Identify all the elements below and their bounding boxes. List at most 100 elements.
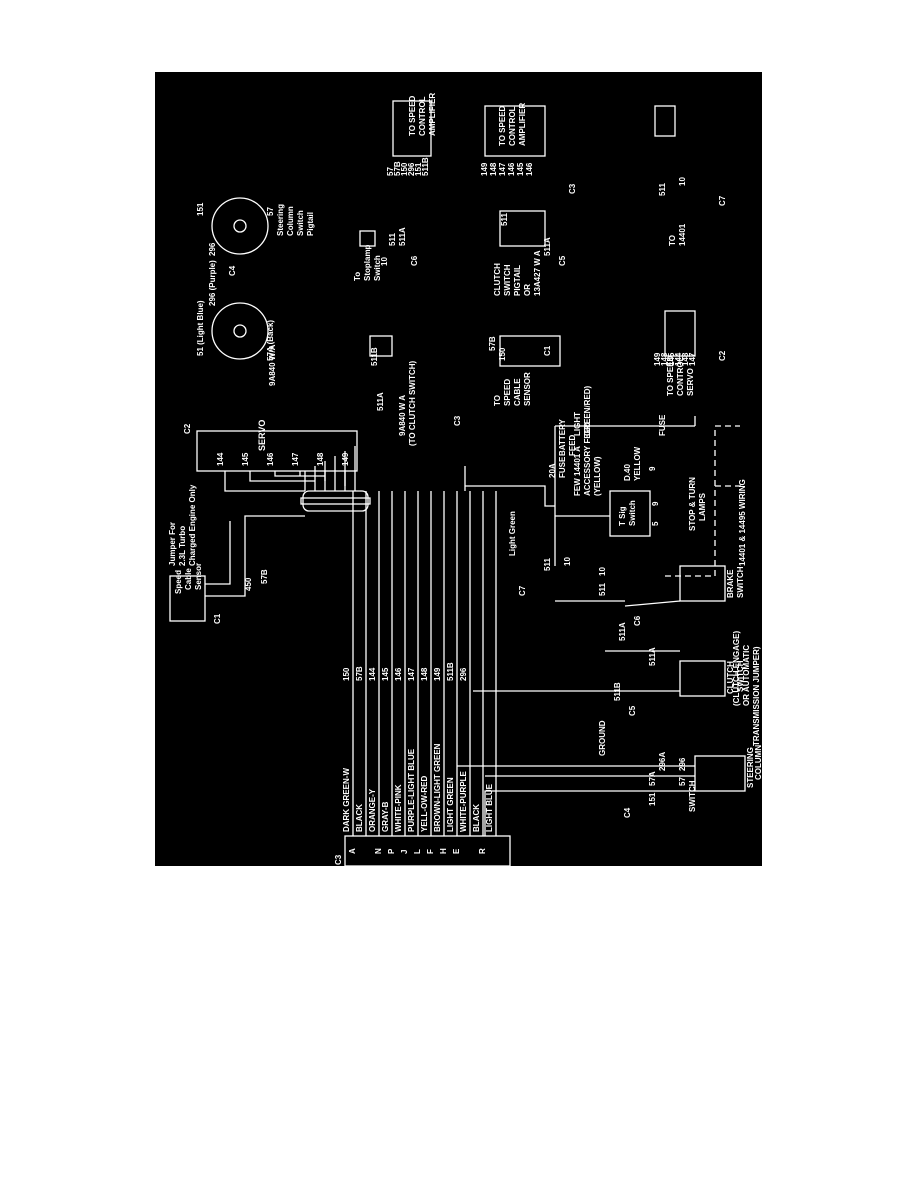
few-1: FEW 14401 A: [573, 446, 582, 496]
amp2-circuit: 145: [516, 162, 525, 176]
tsig-c9: 9: [651, 501, 660, 506]
jumper-note-3: Charged Engine Only: [188, 484, 197, 566]
brake-line-1: BRAKE: [726, 569, 735, 598]
c4-151: 151: [196, 202, 205, 216]
servo2-tag: C2: [718, 350, 727, 361]
wire-circuit-label: 57B: [355, 666, 364, 681]
circuit-511b: 511B: [613, 682, 622, 701]
stoplamp-10: 10: [380, 257, 389, 266]
amp1-l2: CONTROL: [418, 96, 427, 136]
servo2-l3: SERVO: [686, 368, 695, 396]
brake-line-2: SWITCH: [736, 566, 745, 598]
c4-l1: Steering: [276, 204, 285, 236]
wire-color-label: BLACK: [472, 804, 481, 832]
wire-circuit-label: 146: [394, 667, 403, 681]
light-green-label: Light Green: [508, 511, 517, 556]
c1b-l2: SPEED: [503, 379, 512, 406]
amp2-circuit: 149: [480, 162, 489, 176]
fuse-20a: 20A: [548, 463, 557, 478]
servo-circuit-146: 146: [266, 452, 275, 466]
c1b-l3: CABLE: [513, 378, 522, 406]
tag-c1-sensor: C1: [213, 613, 222, 624]
wire-color-label: PURPLE-LIGHT BLUE: [407, 748, 416, 832]
clutchpig-l2: SWITCH: [503, 264, 512, 296]
connector-pin-letter: R: [478, 848, 487, 854]
connector-pin-letter: P: [387, 848, 396, 854]
few-3: (YELLOW): [593, 456, 602, 496]
c3b-tag: C3: [453, 415, 462, 426]
c1b-l4: SENSOR: [523, 372, 532, 406]
amp2-l2: CONTROL: [508, 106, 517, 146]
tag-c6: C6: [633, 615, 642, 626]
lamps-label-2: LAMPS: [698, 492, 707, 521]
speed-sensor-title-3: Sensor: [194, 563, 203, 590]
tsig-line-2: Switch: [628, 500, 637, 526]
speed-sensor-title-2: Cable: [184, 568, 193, 590]
wire-color-label: LIGHT BLUE: [485, 783, 494, 832]
circuit-296a: 296A: [658, 752, 667, 771]
c3b-511a: 511A: [376, 392, 385, 411]
stoplamp-l2: Stoplamp: [363, 244, 372, 281]
steering-switch-box: [694, 755, 746, 792]
feed-9: 9: [648, 466, 657, 471]
circuit-511a: 511A: [648, 647, 657, 666]
circuit-296: 296: [678, 757, 687, 771]
feed-10: 10: [563, 557, 572, 566]
brake-circuit-511a: 511A: [618, 622, 627, 641]
c4-l2: Column: [286, 206, 295, 236]
c3b-l1: 9A840 W A: [398, 395, 407, 436]
dashed-harness: [665, 426, 716, 577]
speed-sensor-wire: [205, 515, 305, 597]
harness-grommet: [300, 446, 371, 512]
c7-l2: 14401: [678, 223, 687, 246]
servo-circuit-147: 147: [291, 452, 300, 466]
c1-l2: 296 (Purple): [208, 260, 217, 306]
servo2-circuit: 149: [653, 352, 662, 366]
feed-511: 511: [543, 558, 552, 571]
circuit-57b: 57B: [260, 569, 269, 584]
amp2-circuit: 146: [507, 162, 516, 176]
steering-line-2: COLUMN: [754, 745, 762, 780]
servo2-circuit: 144: [674, 352, 683, 366]
brake-switch-box: [679, 565, 726, 602]
amp1-circuit: 150: [400, 162, 409, 176]
wire-color-label: WHITE-PINK: [394, 784, 403, 832]
tsig-c5: 5: [651, 521, 660, 526]
tag-c5: C5: [628, 705, 637, 716]
c3b-511b: 511B: [370, 347, 379, 366]
connector-pin-letter: L: [413, 849, 422, 854]
clutchpig-l5: 13A427 W A: [533, 250, 542, 296]
tsig-switch-box: [609, 490, 651, 537]
amp1-circuit: 57: [386, 167, 395, 176]
clutch-line-2: SWITCH: [736, 660, 745, 692]
c7-l1: TO: [668, 235, 677, 246]
wire-color-label: ORANGE-Y: [368, 788, 377, 832]
speed-sensor-title-1: Speed: [174, 570, 183, 594]
c4-tag: C4: [228, 265, 237, 276]
connector-pin-letter: F: [426, 849, 435, 854]
wire-color-label: GRAY-B: [381, 801, 390, 832]
jumper-note-1: Jumper For: [168, 522, 177, 566]
tag-c2-servo: C2: [183, 423, 192, 434]
servo2-circuit: 148: [660, 352, 669, 366]
clutch-switch-box: [679, 660, 726, 697]
wire-circuit-label: 145: [381, 667, 390, 681]
stoplamp-l3: Switch: [373, 255, 382, 281]
wire-circuit-label: 149: [433, 667, 442, 681]
c1-l1: 51 (Light Blue): [196, 300, 205, 356]
connector-pin-letter: H: [439, 848, 448, 854]
c1b-l1: TO: [493, 395, 502, 406]
servo-circuit-145: 145: [241, 452, 250, 466]
clutchpig-l1: CLUTCH: [493, 263, 502, 296]
connector-pin-letter: N: [374, 848, 383, 854]
top-connector-shapes: [211, 100, 696, 367]
servo-circuit-149: 149: [341, 452, 350, 466]
servo2-l1: TO SPEED: [666, 355, 675, 396]
ground-label: GROUND: [598, 720, 607, 756]
clutchpig-511a: 511A: [543, 237, 552, 256]
circuit-151: 151: [648, 792, 657, 806]
wire-color-label: WHITE-PURPLE: [459, 770, 468, 832]
